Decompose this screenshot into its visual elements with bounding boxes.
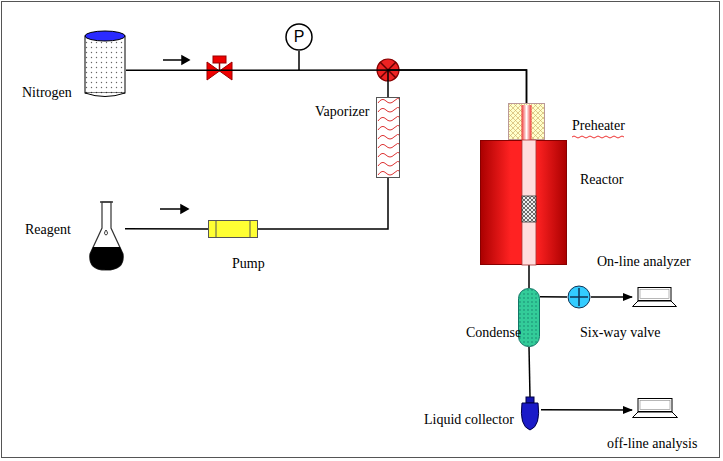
- node-label: Preheater: [572, 118, 625, 134]
- reactor-shape: [480, 140, 567, 265]
- preheater: Preheater: [508, 103, 545, 140]
- reactor: Reactor: [480, 140, 567, 265]
- pump: Pump: [208, 220, 258, 238]
- online-analyzer: On-line analyzer: [632, 287, 677, 307]
- pipe-line: [591, 296, 632, 298]
- node-label: Condense: [466, 325, 521, 341]
- gauge-stub: [298, 51, 300, 70]
- node-label: off-line analysis: [607, 436, 697, 452]
- pressure-gauge: P: [285, 23, 313, 51]
- node-label: Reagent: [25, 222, 71, 238]
- flow-arrow: [160, 56, 189, 213]
- node-label: Six-way valve: [580, 325, 660, 341]
- liquid-collector-shape: [519, 397, 541, 430]
- offline-analysis-computer: off-line analysis: [632, 398, 678, 418]
- pump-shape: [208, 220, 258, 238]
- node-label: P: [285, 23, 313, 51]
- vaporizer: Vaporizer: [376, 97, 400, 178]
- gas-cylinder-shape: [84, 30, 126, 97]
- liquid-collector: Liquid collector: [519, 397, 541, 430]
- reagent-flask-shape: [88, 200, 125, 270]
- condenser: Condense: [518, 288, 540, 347]
- preheater-shape: [508, 103, 545, 140]
- condenser-shape: [518, 288, 540, 347]
- pipe-line: [529, 347, 530, 397]
- pipe-line: [541, 409, 632, 411]
- six-way-valve-shape: [567, 285, 591, 309]
- spell-underline: [572, 136, 624, 138]
- pipe-line: [540, 296, 567, 298]
- offline-analysis-computer-shape: [632, 398, 678, 418]
- pipe-line: [126, 70, 527, 103]
- pipe-line: [528, 265, 530, 288]
- node-label: Nitrogen: [22, 85, 72, 101]
- node-label: Reactor: [580, 172, 624, 188]
- vaporizer-shape: [376, 97, 400, 178]
- pipe-line: [258, 178, 388, 229]
- reagent-flask: Reagent: [88, 200, 125, 270]
- online-analyzer-shape: [632, 287, 677, 307]
- node-label: Liquid collector: [424, 412, 514, 428]
- gas-cylinder: Nitrogen: [84, 30, 126, 97]
- needle-valve: [207, 56, 232, 80]
- node-label: Pump: [232, 256, 265, 272]
- six-way-valve: Six-way valve: [567, 285, 591, 309]
- node-label: Vaporizer: [315, 104, 369, 120]
- pipe-line: [125, 228, 208, 230]
- pipe-line: [388, 70, 527, 103]
- node-label: On-line analyzer: [597, 254, 691, 270]
